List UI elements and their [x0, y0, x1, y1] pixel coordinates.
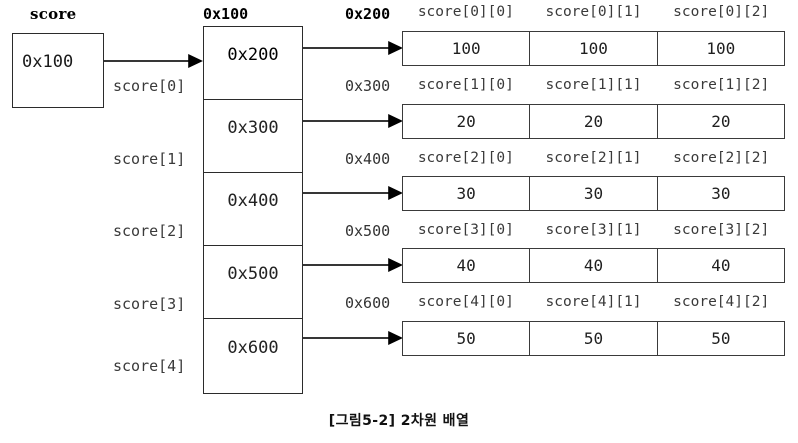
- pointer-array-cell: 0x300: [204, 100, 302, 173]
- column-header: score[0][2]: [673, 4, 770, 20]
- pointer-array-cell: 0x600: [204, 319, 302, 393]
- column-header: score[3][1]: [545, 222, 642, 238]
- pointer-array-cell-value: 0x400: [227, 191, 279, 211]
- column-header: score[3][2]: [673, 222, 770, 238]
- row-address-label: 0x300: [345, 77, 391, 95]
- pointer-array-cell-value: 0x200: [227, 45, 279, 65]
- column-header: score[2][1]: [545, 150, 642, 166]
- row-address-label: 0x500: [345, 222, 391, 240]
- column-header: score[1][0]: [417, 77, 514, 93]
- row-address-label: 0x200: [345, 5, 391, 23]
- table-cell: 50: [530, 322, 658, 355]
- column-header-row: score[2][0] score[2][1] score[2][2]: [402, 150, 785, 166]
- pointer-index-label: score[0]: [113, 77, 186, 95]
- table-cell: 50: [403, 322, 531, 355]
- column-header: score[4][0]: [417, 294, 514, 310]
- pointer-array-address-label: 0x100: [203, 5, 249, 23]
- pointer-array-cell: 0x400: [204, 173, 302, 246]
- table-cell: 100: [706, 39, 736, 58]
- column-header: score[1][2]: [673, 77, 770, 93]
- column-header-row: score[4][0] score[4][1] score[4][2]: [402, 294, 785, 310]
- table-row: 50 50 50: [402, 321, 785, 356]
- column-header-row: score[3][0] score[3][1] score[3][2]: [402, 222, 785, 238]
- table-cell: 30: [403, 177, 531, 210]
- column-header: score[1][1]: [545, 77, 642, 93]
- pointer-array-cell-value: 0x500: [227, 264, 279, 284]
- table-cell: 20: [530, 105, 658, 138]
- table-cell: 100: [530, 32, 658, 65]
- column-header: score[4][2]: [673, 294, 770, 310]
- pointer-variable-value: 0x100: [22, 52, 74, 72]
- table-cell: 40: [403, 249, 531, 282]
- figure-caption: [그림5-2] 2차원 배열: [328, 413, 470, 429]
- pointer-array-cell-value: 0x600: [227, 338, 279, 358]
- pointer-array-box: 0x200 0x300 0x400 0x500 0x600: [203, 26, 303, 394]
- table-cell: 100: [403, 32, 531, 65]
- column-header: score[3][0]: [417, 222, 514, 238]
- table-row: 40 40 40: [402, 248, 785, 283]
- pointer-index-label: score[1]: [113, 150, 186, 168]
- column-header-row: score[0][0] score[0][1] score[0][2]: [402, 4, 785, 20]
- table-cell: 20: [403, 105, 531, 138]
- column-header: score[2][2]: [673, 150, 770, 166]
- table-cell: 40: [530, 249, 658, 282]
- table-row: 20 20 20: [402, 104, 785, 139]
- column-header: score[2][0]: [417, 150, 514, 166]
- row-address-label: 0x600: [345, 294, 391, 312]
- table-cell: 40: [711, 256, 731, 275]
- pointer-variable-box: [12, 33, 104, 108]
- pointer-index-label: score[3]: [113, 295, 186, 313]
- pointer-index-label: score[2]: [113, 222, 186, 240]
- table-cell: 20: [711, 112, 731, 131]
- pointer-array-cell: 0x200: [204, 27, 302, 100]
- column-header: score[4][1]: [545, 294, 642, 310]
- table-cell: 50: [711, 329, 731, 348]
- table-row: 100 100 100: [402, 31, 785, 66]
- table-row: 30 30 30: [402, 176, 785, 211]
- pointer-index-label: score[4]: [113, 357, 186, 375]
- column-header-row: score[1][0] score[1][1] score[1][2]: [402, 77, 785, 93]
- column-header: score[0][0]: [417, 4, 514, 20]
- pointer-variable-name-label: score: [30, 5, 77, 23]
- pointer-array-cell: 0x500: [204, 246, 302, 319]
- column-header: score[0][1]: [545, 4, 642, 20]
- pointer-array-cell-value: 0x300: [227, 118, 279, 138]
- row-address-label: 0x400: [345, 150, 391, 168]
- table-cell: 30: [711, 184, 731, 203]
- table-cell: 30: [530, 177, 658, 210]
